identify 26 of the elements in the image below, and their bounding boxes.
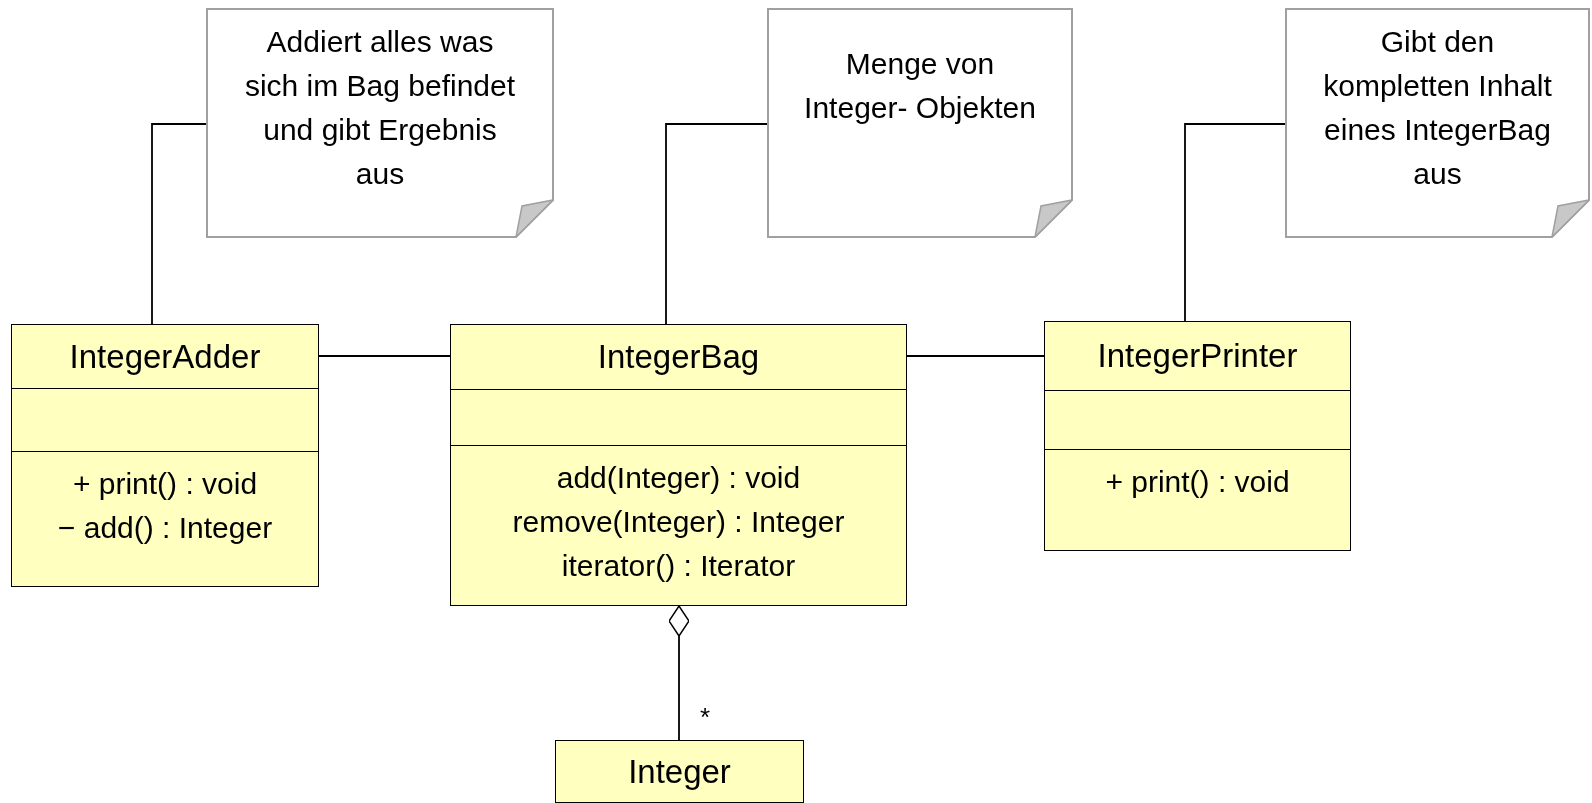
note-text: Menge von Integer- Objekten [803,46,1037,126]
connector-line [151,123,207,325]
connector-line [318,355,451,357]
method-signature: + print() : void [1104,464,1291,500]
aggregation-line [668,605,690,741]
class-name: IntegerPrinter [1045,322,1350,391]
class-name: IntegerAdder [12,325,318,389]
note-card [1285,8,1590,238]
note-text: Gibt den kompletten Inhalt eines IntegerBag aus [1322,24,1553,192]
note-card [206,8,554,238]
class-box [450,324,907,606]
class-box [11,324,319,587]
method-signature: remove(Integer) : Integer [511,504,846,540]
class-box [1044,321,1351,551]
connector-line [1184,123,1286,322]
note-text: Addiert alles was sich im Bag befindet und gibt Ergebnis aus [243,24,517,192]
method-signature: add(Integer) : void [555,460,802,496]
connector-line [906,355,1045,357]
method-signature: iterator() : Iterator [560,548,797,584]
class-name: IntegerBag [451,325,906,390]
method-signature: + print() : void [71,466,259,502]
note-card [767,8,1073,238]
connector-line [665,123,768,325]
multiplicity: * [700,702,711,733]
method-signature: − add() : Integer [56,510,274,546]
class-name: Integer [556,741,803,803]
